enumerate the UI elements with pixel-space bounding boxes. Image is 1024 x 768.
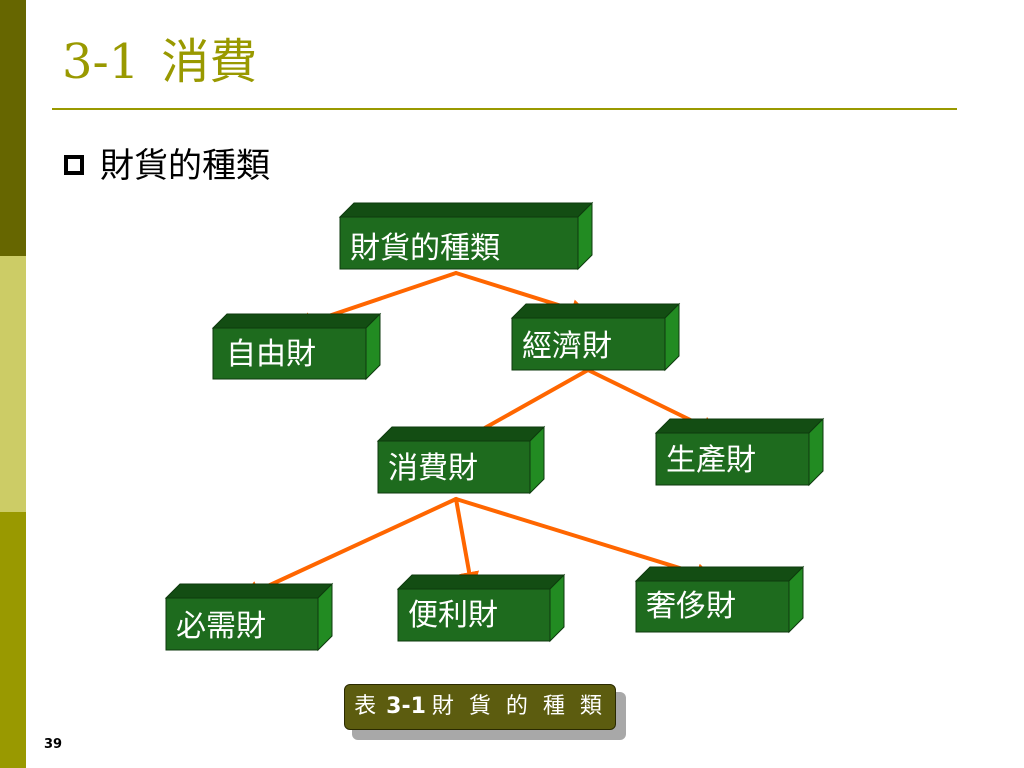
node-box-top: [634, 566, 805, 582]
square-bullet-icon: [64, 155, 84, 175]
node-box-front: [165, 597, 319, 651]
node-label-consumer: 消費財: [388, 451, 478, 486]
sidebar-band-bottom: [0, 512, 26, 768]
title-text: 消費: [161, 34, 258, 90]
node-box-root: [338, 201, 594, 271]
node-box-front: [377, 440, 531, 494]
node-label-economic: 經濟財: [522, 329, 612, 364]
title-number: 3-1: [62, 34, 140, 90]
edge-arrow-consumer-luxury: [454, 497, 716, 583]
node-box-producer: [654, 417, 825, 487]
edge-arrow-consumer-convenience: [454, 497, 480, 592]
node-box-consumer: [376, 425, 546, 495]
sidebar-band-top: [0, 0, 26, 256]
caption-number: 3-1: [386, 694, 426, 719]
sidebar-band-middle: [0, 256, 26, 512]
node-label-free: 自由財: [226, 337, 316, 372]
edge-arrow-consumer-necessity: [240, 497, 458, 600]
title-underline: [52, 108, 957, 110]
node-box-front: [635, 580, 790, 633]
node-box-front: [511, 317, 666, 371]
slide-title: 3-1 消費: [62, 30, 257, 94]
page-number: 39: [44, 737, 63, 752]
node-label-root: 財貨的種類: [350, 231, 500, 266]
node-box-necessity: [164, 582, 334, 652]
caption-text: 財 貨 的 種 類: [431, 694, 606, 719]
node-box-top: [164, 583, 334, 599]
node-box-top: [396, 574, 566, 590]
bullet-text: 財貨的種類: [100, 146, 270, 186]
node-box-top: [211, 313, 382, 329]
node-box-front: [339, 216, 579, 270]
node-box-front: [655, 432, 810, 486]
node-label-necessity: 必需財: [176, 609, 266, 644]
node-label-convenience: 便利財: [408, 598, 498, 633]
node-label-producer: 生產財: [666, 443, 756, 478]
node-label-luxury: 奢侈財: [646, 589, 736, 624]
node-box-top: [510, 303, 681, 319]
node-box-top: [376, 426, 546, 442]
node-box-free: [211, 312, 382, 381]
node-box-front: [397, 588, 551, 642]
node-box-economic: [510, 302, 681, 372]
node-box-convenience: [396, 573, 566, 643]
node-box-luxury: [634, 565, 805, 634]
caption-prefix: 表: [354, 694, 381, 719]
node-box-top: [654, 418, 825, 434]
node-box-top: [338, 202, 594, 218]
node-box-front: [212, 327, 367, 380]
